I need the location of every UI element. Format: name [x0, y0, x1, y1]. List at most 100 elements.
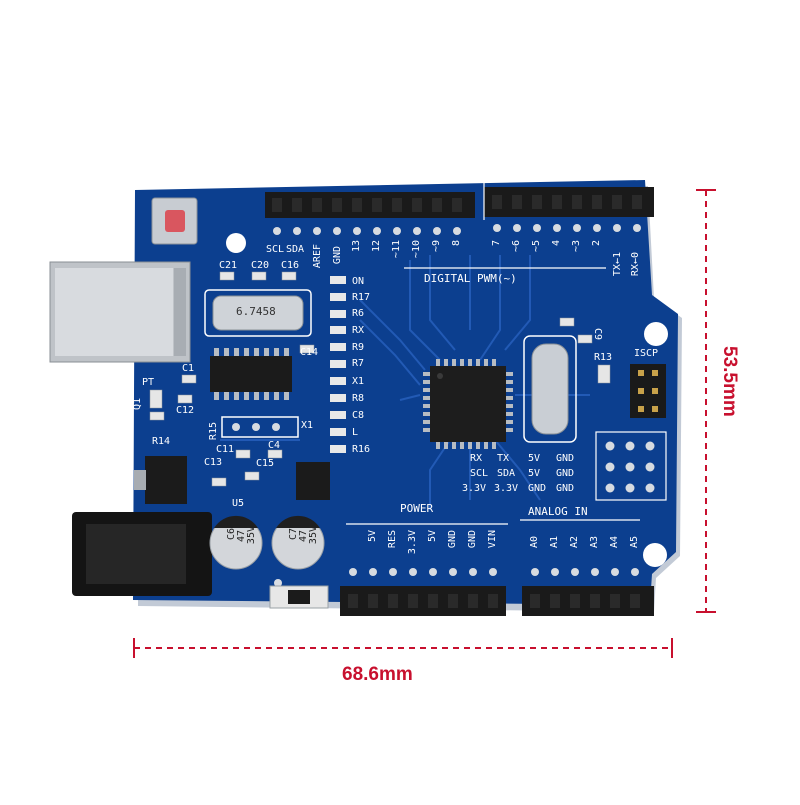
capacitor-c6-stripe — [214, 515, 258, 528]
label-r16: R16 — [352, 444, 371, 455]
label-sda: SDA — [286, 244, 305, 255]
smd-components — [149, 271, 611, 487]
label-x1-header: X1 — [301, 420, 314, 431]
header-row-label: 5V — [528, 453, 541, 464]
label-r15: R15 — [208, 422, 219, 441]
analogPins-item: A3 — [589, 536, 600, 549]
header-row-label: GND — [556, 453, 575, 464]
label-scl: SCL — [266, 244, 285, 255]
analogPins-item: A5 — [629, 536, 640, 549]
mcu-pins — [423, 359, 513, 449]
header-row-label: SDA — [497, 468, 516, 479]
label-on: ON — [352, 276, 365, 287]
label-aref: AREF — [312, 244, 323, 269]
powerPins-item: 3.3V — [407, 530, 418, 555]
header-row-label: GND — [528, 483, 547, 494]
powerPins-item: GND — [467, 530, 478, 549]
digitalPins-item: 2 — [591, 240, 602, 247]
digitalPins-item: 12 — [371, 240, 382, 253]
analogPins-item: A2 — [569, 536, 580, 549]
label-c12: C12 — [176, 405, 195, 416]
usb-connector-side — [174, 268, 186, 356]
cap-c7-voltage: 35V — [308, 526, 319, 545]
label-c9: C9 — [592, 328, 603, 341]
label-c16: C16 — [281, 260, 300, 271]
bottom-diode-body — [288, 590, 310, 604]
digitalPins-item: 4 — [551, 240, 562, 247]
bottom-pad-row — [349, 568, 639, 576]
label-power: POWER — [400, 502, 434, 515]
top-header-sockets — [272, 195, 642, 212]
label-digital-pwm: DIGITAL PWM(~) — [424, 272, 517, 285]
label-rx-led: RX — [352, 325, 365, 336]
usb-connector-face — [55, 268, 173, 356]
usb-chip-pins — [214, 348, 289, 400]
powerPins-item: VIN — [487, 530, 498, 549]
crystal-marking: 6.7458 — [236, 305, 276, 318]
mcu-chip — [430, 366, 506, 442]
label-r14: R14 — [152, 436, 171, 447]
label-l: L — [352, 427, 359, 438]
label-c14: C14 — [300, 347, 319, 358]
label-r7: R7 — [352, 358, 365, 369]
label-x1: X1 — [352, 376, 365, 387]
digitalPins-item: 13 — [351, 240, 362, 253]
icsp-header — [630, 364, 666, 418]
top-pad-row — [273, 224, 641, 235]
crystal-oscillator — [212, 295, 304, 331]
header-row-label: SCL — [470, 468, 489, 479]
capacitor-c7-stripe — [276, 515, 320, 528]
mounting-hole — [643, 543, 667, 567]
label-c11: C11 — [216, 444, 235, 455]
x1-pad — [232, 423, 240, 431]
label-gnd-top: GND — [332, 246, 343, 265]
digitalPins-item: ~3 — [571, 240, 582, 253]
header-row-label: 3.3V — [462, 483, 487, 494]
label-c20: C20 — [251, 260, 270, 271]
digitalPins-item: ~9 — [431, 240, 442, 253]
label-analog-in: ANALOG IN — [528, 505, 588, 518]
label-r8: R8 — [352, 393, 365, 404]
digitalPins-item: ~6 — [511, 240, 522, 253]
label-r9: R9 — [352, 342, 365, 353]
mcu-pin1-dot — [437, 373, 443, 379]
mounting-hole — [644, 322, 668, 346]
dimension-ticks — [133, 189, 716, 658]
mcu-crystal-outline — [523, 335, 577, 443]
header-row-label: GND — [556, 468, 575, 479]
powerPins-item: 5V — [367, 530, 378, 543]
label-r17: R17 — [352, 292, 371, 303]
digitalPins-item: ~5 — [531, 240, 542, 253]
silkscreen-lines — [346, 180, 640, 525]
icsp-pins — [638, 370, 658, 412]
dc-jack-face — [86, 524, 186, 584]
label-rx: RX←0 — [630, 252, 641, 277]
label-u5: U5 — [232, 498, 245, 509]
powerPins-item: RES — [387, 530, 398, 549]
dimension-height: 53.5mm — [719, 346, 740, 417]
header-row-label: 3.3V — [494, 483, 519, 494]
digitalPins-item: ~10 — [411, 240, 422, 259]
dimension-width: 68.6mm — [342, 664, 413, 685]
voltage-regulator — [145, 456, 187, 504]
u5-chip — [296, 462, 330, 500]
bottom-header-sockets — [348, 594, 640, 608]
powerPins-item: 5V — [427, 530, 438, 543]
digitalPins-item: ~11 — [391, 240, 402, 259]
analogPins-item: A1 — [549, 536, 560, 549]
label-c1: C1 — [182, 363, 195, 374]
x1-pad — [272, 423, 280, 431]
led-resistor-column — [330, 276, 346, 453]
digitalPins-item: 8 — [451, 240, 462, 247]
label-c4: C4 — [268, 440, 281, 451]
label-c13: C13 — [204, 457, 223, 468]
label-pt: PT — [142, 377, 155, 388]
reset-button — [165, 210, 185, 232]
analogPins-item: A0 — [529, 536, 540, 549]
header-row-label: 5V — [528, 468, 541, 479]
cap-c6-voltage: 35V — [246, 526, 257, 545]
pad-grid — [605, 441, 655, 493]
x1-pad — [252, 423, 260, 431]
